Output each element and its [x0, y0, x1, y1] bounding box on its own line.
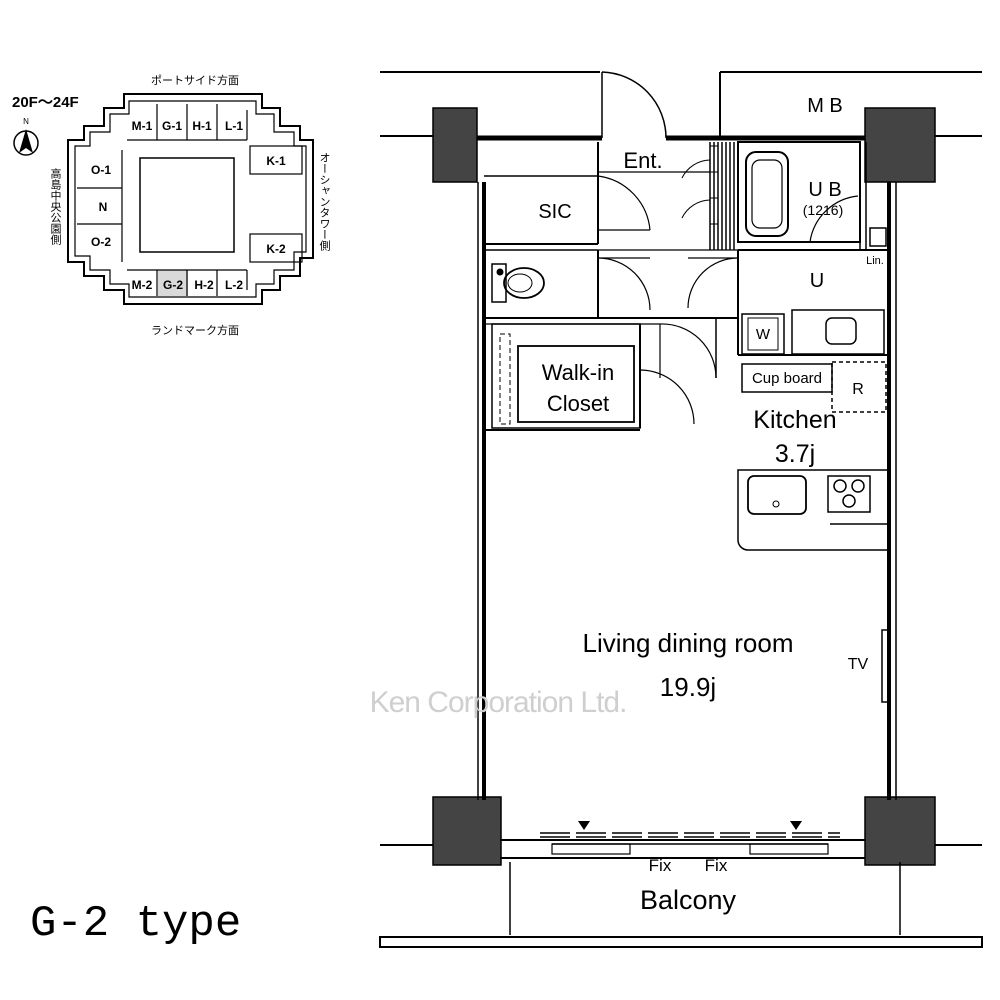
- walk-in-label-line2: Closet: [547, 391, 609, 416]
- top-side-label: ポートサイド方面: [151, 73, 239, 87]
- unit-h2-label: H-2: [194, 278, 214, 292]
- watermark: Ken Corporation Ltd.: [370, 686, 627, 719]
- units-top-row: M-1 G-1 H-1 L-1: [127, 104, 248, 141]
- cupboard-label: Cup board: [752, 370, 822, 387]
- type-label: G-2 type: [30, 899, 241, 949]
- units-left-column: O-1 N O-2: [77, 150, 123, 262]
- sic-label: SIC: [538, 201, 571, 223]
- unit-plan: [379, 71, 983, 948]
- highlighted-unit-g2: [158, 270, 188, 296]
- room-labels: M B Ent. SIC U B (1216) Lin. U W Cup boa…: [538, 95, 884, 915]
- living-label: Living dining room: [582, 628, 793, 658]
- toilet-tank: [491, 263, 507, 303]
- unit-o2-label: O-2: [91, 235, 111, 249]
- mb-label: M B: [807, 95, 843, 117]
- walk-in-label-line1: Walk-in: [542, 360, 615, 385]
- unit-h1-label: H-1: [192, 119, 212, 133]
- unit-n-label: N: [99, 200, 108, 214]
- tv-label: TV: [848, 656, 869, 673]
- units-right-column: K-1 K-2: [249, 145, 303, 263]
- entrance-door: [601, 71, 667, 139]
- units-bottom-row: M-2 G-2 H-2 L-2: [127, 269, 248, 296]
- floor-range: 20F〜24F: [12, 94, 79, 111]
- ub-size-label: (1216): [803, 202, 843, 218]
- fix-label-2: Fix: [705, 856, 728, 875]
- toilet-bowl: [503, 267, 545, 299]
- bottom-side-label: ランドマーク方面: [151, 323, 239, 337]
- unit-m1-label: M-1: [132, 119, 153, 133]
- building-outline: [67, 93, 314, 305]
- u-label: U: [810, 270, 824, 292]
- kitchen-sink: [747, 475, 807, 515]
- unit-k2-label: K-2: [266, 242, 286, 256]
- left-side-label: 高島中央公園側: [49, 167, 62, 245]
- central-atrium: [139, 157, 235, 253]
- stove: [827, 475, 871, 513]
- tv-board: [881, 629, 890, 703]
- north-arrow-icon: [13, 129, 39, 156]
- linen-label: Lin.: [866, 255, 884, 267]
- column-bottom-left: [432, 796, 502, 866]
- vanity-counter: [791, 309, 885, 355]
- unit-g2-label: G-2: [163, 278, 183, 292]
- column-top-left: [432, 107, 478, 183]
- column-bottom-right: [864, 796, 936, 866]
- bathtub: [745, 151, 789, 237]
- unit-g1-label: G-1: [162, 119, 182, 133]
- washer-label: W: [756, 326, 771, 343]
- kitchen-size-label: 3.7j: [775, 440, 815, 468]
- linen-cabinet: [869, 227, 887, 247]
- kitchen-label: Kitchen: [753, 406, 836, 434]
- north-label: N: [23, 117, 29, 126]
- right-side-label: オーシャンタワー側: [318, 152, 331, 251]
- key-plan: 20F〜24F N ポートサイド方面 ランドマーク方面 高島中央公園側 オーシャ…: [12, 73, 331, 337]
- wash-basin: [825, 317, 857, 345]
- ub-label: U B: [808, 179, 841, 201]
- balcony-label: Balcony: [640, 885, 737, 915]
- fix-label-1: Fix: [649, 856, 672, 875]
- unit-m2-label: M-2: [132, 278, 153, 292]
- refrigerator-space: [831, 361, 887, 413]
- refrigerator-label: R: [852, 381, 864, 398]
- unit-k1-label: K-1: [266, 154, 286, 168]
- balcony-railing: [379, 936, 983, 948]
- kitchen-counter: [737, 469, 890, 551]
- column-top-right: [864, 107, 936, 183]
- unit-o1-label: O-1: [91, 163, 111, 177]
- unit-l2-label: L-2: [225, 278, 243, 292]
- unit-l1-label: L-1: [225, 119, 243, 133]
- living-size-label: 19.9j: [660, 672, 716, 702]
- entrance-label: Ent.: [623, 148, 662, 173]
